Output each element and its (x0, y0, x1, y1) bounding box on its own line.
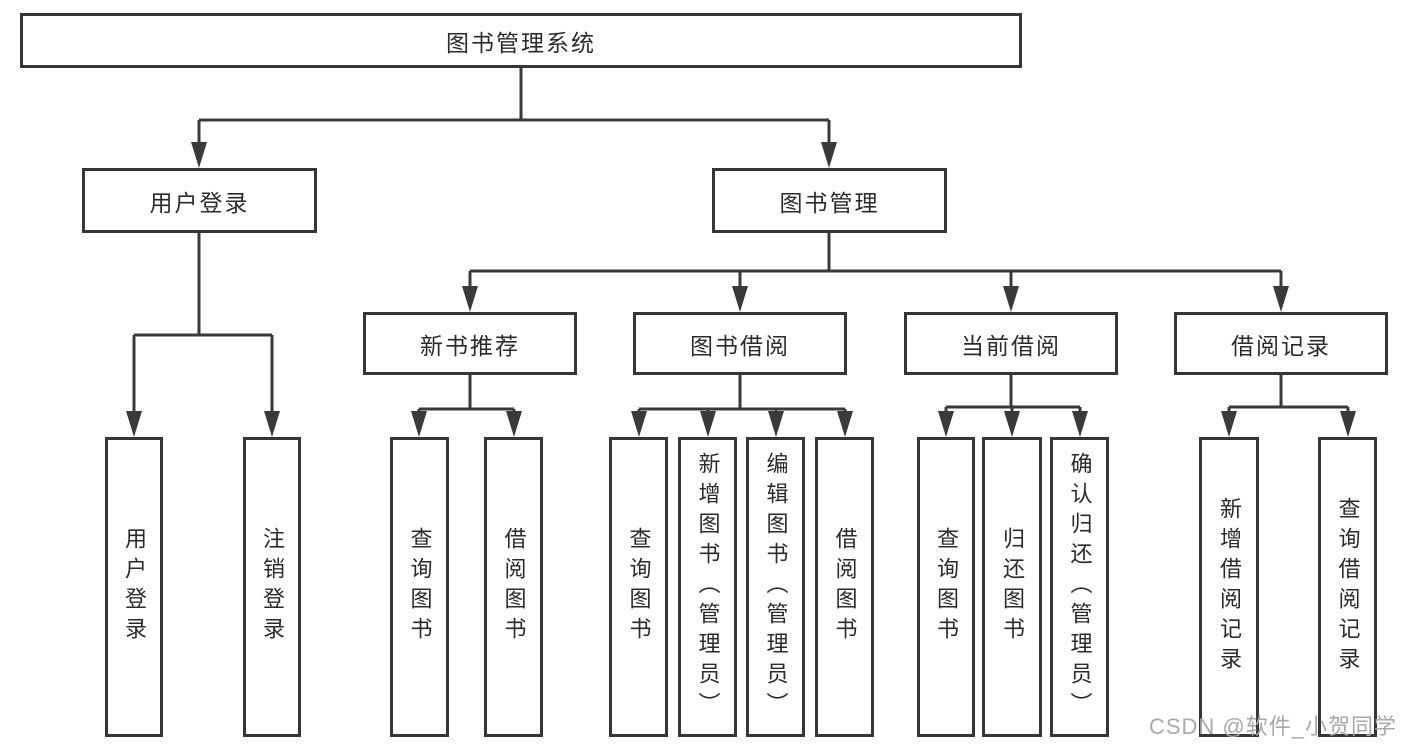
leaf-user-login: 用户登录 (105, 437, 163, 737)
arrow-down-icon (1003, 286, 1019, 312)
arrow-down-icon (631, 411, 647, 437)
arrow-down-icon (821, 142, 837, 168)
node-book-borrow: 图书借阅 (633, 312, 847, 375)
leaf-logout: 注销登录 (243, 437, 301, 737)
node-label: 编辑图书（管理员） (763, 452, 789, 722)
arrow-down-icon (1004, 411, 1020, 437)
node-label: 新书推荐 (420, 332, 520, 359)
arrow-down-icon (506, 411, 522, 437)
node-label: 查询图书 (407, 527, 433, 647)
node-label: 确认归还（管理员） (1067, 452, 1093, 722)
node-user-login: 用户登录 (82, 168, 317, 233)
node-label: 查询图书 (934, 527, 959, 647)
node-label: 归还图书 (1000, 527, 1025, 647)
leaf-query-books-current: 查询图书 (917, 437, 975, 737)
leaf-edit-books-admin: 编辑图书（管理员） (746, 437, 805, 737)
connector-book-borrow (631, 375, 853, 437)
node-label: 用户登录 (122, 527, 147, 647)
arrow-down-icon (411, 411, 427, 437)
leaf-query-books-recommend: 查询图书 (390, 437, 449, 737)
node-current-borrow: 当前借阅 (904, 312, 1118, 375)
node-new-book-recommend: 新书推荐 (363, 312, 577, 375)
leaf-return-books: 归还图书 (982, 437, 1042, 737)
arrow-down-icon (768, 411, 784, 437)
node-label: 新增借阅记录 (1217, 497, 1242, 677)
node-label: 查询图书 (626, 527, 652, 647)
arrow-down-icon (1273, 286, 1289, 312)
arrow-down-icon (126, 411, 142, 437)
node-label: 图书借阅 (690, 332, 790, 359)
node-borrow-records: 借阅记录 (1174, 312, 1388, 375)
node-book-management: 图书管理 (712, 168, 947, 233)
node-label: 查询借阅记录 (1335, 497, 1361, 677)
node-label: 借阅记录 (1231, 332, 1331, 359)
arrow-down-icon (700, 411, 716, 437)
node-label: 图书管理系统 (446, 29, 596, 56)
arrow-down-icon (264, 411, 280, 437)
leaf-query-borrow-record: 查询借阅记录 (1318, 437, 1377, 737)
arrow-down-icon (938, 411, 954, 437)
node-label: 用户登录 (149, 189, 250, 216)
node-label: 新增图书（管理员） (695, 452, 721, 722)
leaf-borrow-books-recommend: 借阅图书 (484, 437, 543, 737)
node-label: 图书管理 (779, 189, 880, 216)
connector-current-borrow (938, 375, 1088, 437)
node-label: 当前借阅 (961, 332, 1061, 359)
leaf-add-books-admin: 新增图书（管理员） (678, 437, 737, 737)
connector-new-book-recommend (411, 375, 522, 437)
arrow-down-icon (1340, 411, 1356, 437)
csdn-watermark: CSDN @软件_小贺同学 (1148, 714, 1397, 739)
node-library-system: 图书管理系统 (20, 13, 1022, 68)
node-label: 借阅图书 (832, 527, 858, 647)
connector-user-login (126, 233, 280, 437)
arrow-down-icon (191, 142, 207, 168)
arrow-down-icon (1221, 411, 1237, 437)
leaf-confirm-return-admin: 确认归还（管理员） (1050, 437, 1109, 737)
node-label: 借阅图书 (501, 527, 527, 647)
arrow-down-icon (837, 411, 853, 437)
leaf-query-books-borrow: 查询图书 (609, 437, 668, 737)
leaf-borrow-books: 借阅图书 (815, 437, 874, 737)
arrow-down-icon (462, 286, 478, 312)
connector-borrow-records (1221, 375, 1356, 437)
node-label: 注销登录 (260, 527, 285, 647)
connector-book-management (462, 233, 1289, 312)
leaf-add-borrow-record: 新增借阅记录 (1199, 437, 1259, 737)
arrow-down-icon (1072, 411, 1088, 437)
connector-root (191, 68, 837, 168)
arrow-down-icon (732, 286, 748, 312)
